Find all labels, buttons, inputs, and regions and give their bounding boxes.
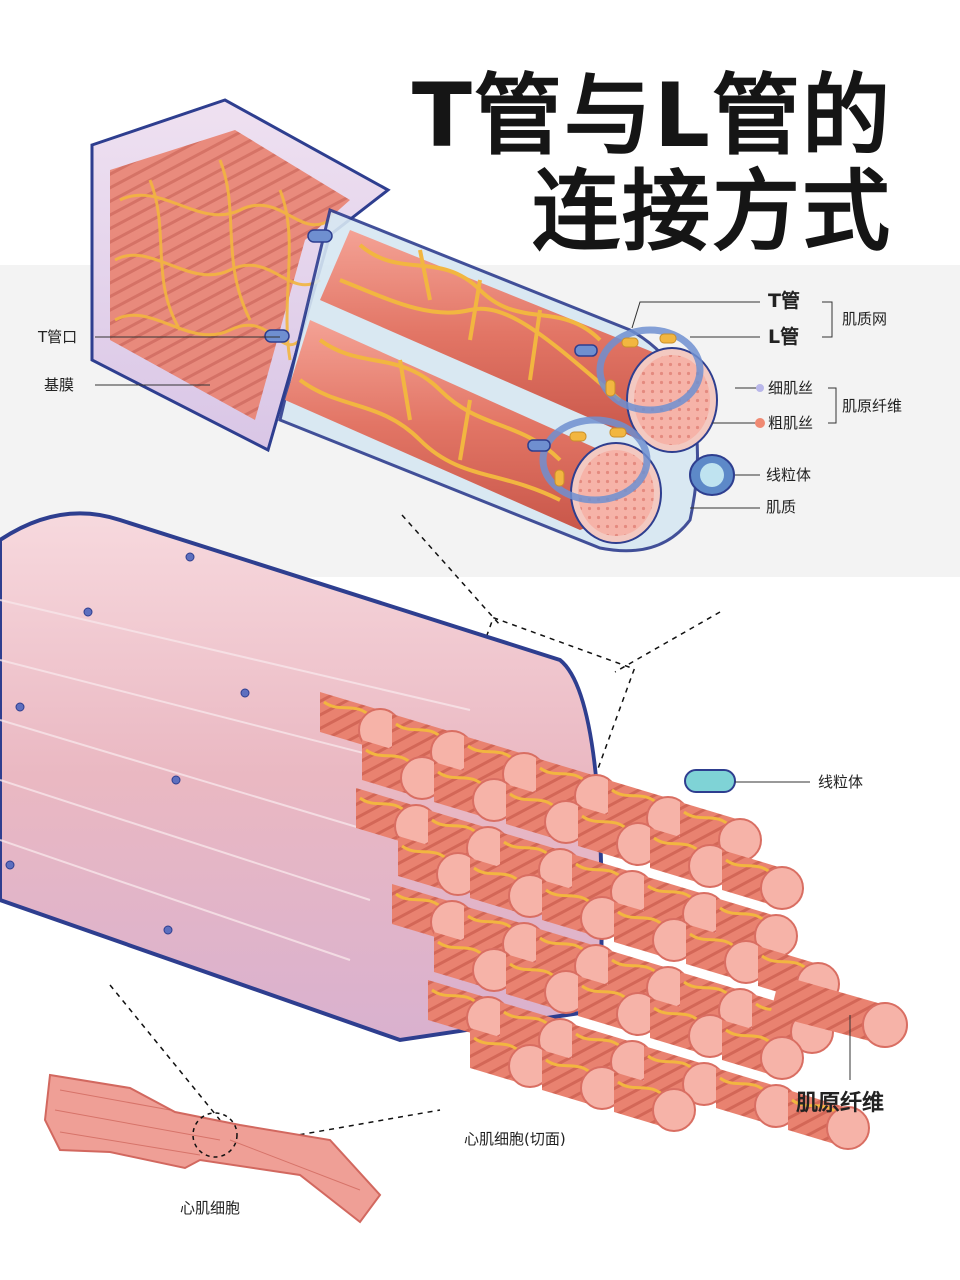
upper-closeup — [90, 98, 735, 553]
myofibril-end — [760, 1036, 804, 1080]
thin-filament-marker — [756, 384, 764, 392]
label-l-tube: L管 — [768, 326, 800, 348]
label-myofibril-lower: 肌原纤维 — [796, 1091, 885, 1116]
label-cardiac-cell-section: 心肌细胞(切面) — [464, 1130, 566, 1148]
myofibril-bundle — [320, 692, 870, 1150]
label-thick-filament: 粗肌丝 — [768, 414, 814, 432]
reticulum-network-front — [298, 243, 622, 502]
thick-filament-marker — [755, 418, 765, 428]
myofibril-end — [760, 866, 804, 910]
label-sarcoplasm: 肌质 — [766, 498, 797, 516]
label-mitochondria: 线粒体 — [766, 466, 812, 484]
label-cardiac-cell: 心肌细胞 — [180, 1199, 241, 1217]
label-t-tube: T管 — [768, 290, 800, 312]
label-thin-filament: 细肌丝 — [768, 379, 814, 397]
mitochondrion — [684, 769, 736, 793]
myofibril-end — [652, 1088, 696, 1132]
page-title-line1: T管与L管的 — [411, 64, 892, 167]
label-myofibril: 肌原纤维 — [842, 397, 903, 415]
cardiac-cell-illustration — [43, 1073, 382, 1224]
leader-lines — [95, 301, 851, 1080]
label-t-tube-opening: T管口 — [38, 328, 78, 346]
page-title-line2: 连接方式 — [531, 160, 892, 263]
label-mitochondria-lower: 线粒体 — [818, 773, 864, 791]
label-basement-membrane: 基膜 — [44, 376, 75, 394]
t-tube-ring — [596, 326, 704, 414]
protruding-myofibril-end — [862, 1002, 908, 1048]
myofibril-end — [826, 1106, 870, 1150]
lower-muscle-fiber — [0, 511, 908, 1150]
label-sarcoplasmic-reticulum: 肌质网 — [842, 310, 888, 328]
